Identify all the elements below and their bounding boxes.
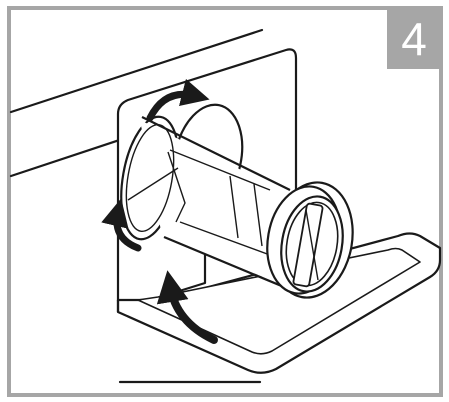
figure-frame: [7, 6, 443, 397]
push-in-arrow: [156, 270, 218, 344]
step-badge-bg: [387, 8, 441, 69]
rotate-top-arrow: [146, 78, 210, 122]
rotate-left-arrow: [101, 198, 142, 252]
filter-cap: [266, 181, 354, 299]
step-number: 4: [401, 12, 427, 65]
drip-tray-rim: [137, 247, 421, 355]
drain-filter: [120, 115, 300, 294]
